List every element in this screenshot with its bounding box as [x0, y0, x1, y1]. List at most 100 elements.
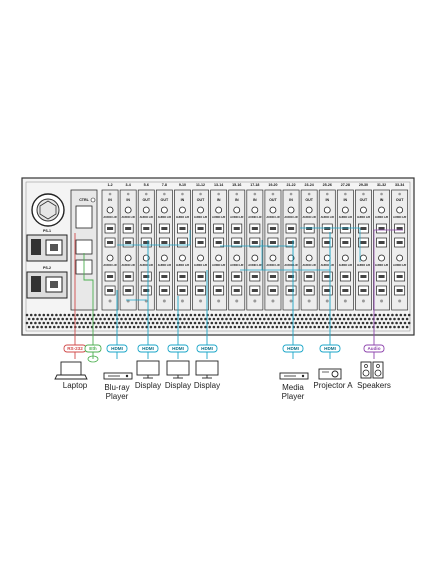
vent-hole — [237, 317, 241, 321]
vent-hole — [80, 321, 83, 325]
vent-hole — [38, 321, 41, 325]
vent-hole — [344, 321, 348, 325]
vent-hole — [330, 317, 333, 321]
card-screw — [325, 192, 329, 196]
vent-hole — [218, 321, 222, 325]
vent-hole — [32, 325, 35, 329]
hdmi-port-pin — [233, 289, 240, 292]
card-screw — [325, 299, 329, 303]
card-screw — [217, 192, 220, 196]
vent-hole — [338, 317, 342, 321]
hdmi-port-pin — [161, 241, 168, 244]
vent-hole — [305, 317, 308, 321]
vent-hole — [109, 313, 113, 317]
vent-hole — [151, 321, 155, 325]
power-switch-icon — [31, 276, 41, 292]
io-card-label: IN — [235, 198, 239, 202]
vent-hole — [357, 321, 361, 325]
vent-hole — [132, 325, 136, 329]
vent-hole — [294, 321, 298, 325]
vent-hole — [187, 325, 190, 329]
vent-hole — [389, 325, 392, 329]
hdmi-port-pin — [107, 289, 114, 292]
slot-range-label: 15-16 — [232, 183, 241, 187]
card-screw — [126, 192, 130, 196]
vent-hole — [84, 313, 88, 317]
vent-hole — [27, 317, 31, 321]
vent-hole — [97, 313, 100, 317]
audio-jack-icon — [106, 254, 114, 262]
ctrl-label: CTRL — [79, 198, 89, 202]
vent-hole — [260, 321, 264, 325]
hdmi-port-pin — [324, 227, 331, 230]
vent-hole — [355, 325, 359, 329]
vent-hole — [103, 325, 106, 329]
vent-hole — [172, 313, 176, 317]
vent-hole — [340, 313, 344, 317]
vent-hole — [197, 321, 201, 325]
audio-label: AUDIO L/R — [284, 263, 297, 267]
power-switch-icon — [31, 239, 41, 255]
vent-hole — [397, 325, 401, 329]
vent-hole — [225, 317, 228, 321]
hdmi-port-pin — [161, 227, 168, 230]
audio-label: AUDIO L/R — [375, 263, 388, 267]
audio-label: AUDIO L/R — [339, 215, 352, 219]
vent-hole — [281, 321, 285, 325]
chassis-inner-frame — [25, 181, 411, 332]
vent-hole — [244, 313, 247, 317]
card-screw — [235, 192, 239, 196]
vent-hole — [65, 317, 69, 321]
vent-hole — [407, 321, 411, 325]
vent-hole — [334, 317, 338, 321]
vent-hole — [246, 317, 249, 321]
slot-range-label: 25-26 — [323, 183, 332, 187]
audio-label: AUDIO L/R — [393, 215, 406, 219]
vent-hole — [368, 317, 371, 321]
vent-hole — [103, 317, 106, 321]
power-socket-pins — [50, 244, 58, 251]
vent-hole — [99, 317, 102, 321]
vent-hole — [210, 313, 214, 317]
vent-hole — [258, 325, 262, 329]
device-label: Media — [282, 383, 304, 392]
card-screw — [144, 192, 148, 196]
vent-hole — [242, 325, 245, 329]
vent-hole — [340, 321, 344, 325]
vent-hole — [321, 317, 325, 321]
vent-hole — [252, 313, 256, 317]
audio-jack-icon — [396, 206, 404, 214]
vent-hole — [99, 325, 102, 329]
hdmi-port-pin — [360, 289, 367, 292]
vent-hole — [120, 325, 123, 329]
vent-hole — [384, 325, 388, 329]
audio-label: AUDIO L/R — [122, 215, 135, 219]
vent-hole — [63, 313, 67, 317]
device-label: Projector A — [313, 381, 353, 390]
vent-hole — [349, 313, 352, 317]
vent-hole — [155, 321, 159, 325]
audio-label: AUDIO L/R — [194, 215, 207, 219]
vent-hole — [237, 325, 241, 329]
vent-hole — [34, 321, 37, 325]
vent-hole — [376, 317, 380, 321]
vent-hole — [160, 313, 163, 317]
vent-hole — [319, 321, 323, 325]
device-label: Blu-ray — [104, 383, 129, 392]
vent-hole — [189, 313, 193, 317]
card-screw — [199, 299, 203, 303]
vent-hole — [351, 325, 354, 329]
vent-hole — [40, 317, 43, 321]
vent-hole — [191, 317, 195, 321]
device-label: Display — [194, 381, 220, 390]
vent-hole — [92, 321, 96, 325]
hdmi-port-pin — [288, 241, 295, 244]
slot-range-label: 23-24 — [305, 183, 314, 187]
vent-hole — [168, 313, 172, 317]
vent-hole — [101, 313, 104, 317]
card-screw — [362, 192, 365, 196]
audio-label: AUDIO L/R — [357, 215, 370, 219]
device-label: Speakers — [357, 381, 391, 390]
